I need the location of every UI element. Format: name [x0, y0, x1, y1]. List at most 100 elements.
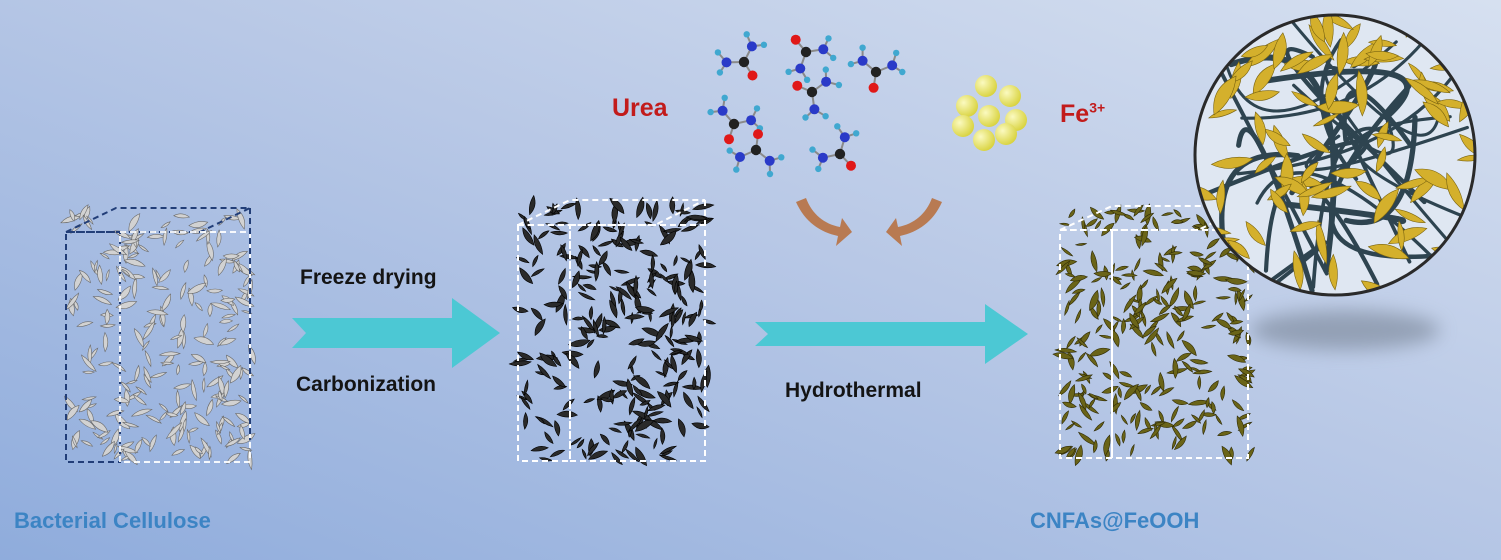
- fiber-flake: [1122, 213, 1135, 221]
- fiber-flake: [1074, 374, 1093, 382]
- fiber-flake: [537, 363, 552, 380]
- fiber-flake: [659, 273, 670, 283]
- fiber-flake: [1139, 402, 1153, 411]
- fiber-flake: [1152, 298, 1163, 305]
- fiber-flake: [1205, 397, 1210, 409]
- fiber-flake: [1207, 380, 1219, 393]
- fiber-flake: [1312, 113, 1340, 127]
- fiber-flake: [209, 302, 231, 311]
- fiber-flake: [1123, 294, 1137, 314]
- fiber-flake: [115, 301, 138, 309]
- fiber-flake: [571, 316, 586, 321]
- urea-atom: [728, 118, 740, 130]
- fiber-flake: [1236, 415, 1245, 437]
- fiber-flake: [599, 397, 615, 403]
- fiber-flake: [1092, 439, 1098, 454]
- fiber-flake: [519, 267, 534, 284]
- fiber-flake: [664, 334, 675, 348]
- fiber-flake: [1215, 296, 1231, 300]
- zoom-fiber-strand: [1255, 171, 1465, 290]
- fiber-flake: [162, 227, 168, 247]
- fiber-flake: [669, 350, 683, 355]
- fiber-flake: [1204, 251, 1217, 260]
- fiber-flake: [78, 398, 92, 413]
- fiber-flake: [669, 196, 676, 215]
- fiber-flake: [652, 417, 673, 424]
- fiber-flake: [1174, 305, 1184, 317]
- fiber-flake: [1096, 299, 1102, 318]
- iron-ion: [952, 115, 974, 137]
- fiber-flake: [641, 327, 663, 338]
- fiber-flake: [222, 253, 240, 260]
- urea-atom: [707, 108, 714, 116]
- urea-atom: [721, 57, 732, 68]
- fiber-flake: [186, 282, 207, 294]
- fiber-flake: [202, 377, 206, 393]
- carbonization-label: Carbonization: [296, 373, 436, 396]
- fiber-flake: [678, 418, 686, 438]
- fiber-flake: [520, 397, 531, 411]
- urea-atom: [724, 134, 734, 145]
- fiber-flake: [597, 395, 603, 413]
- fiber-flake: [132, 394, 147, 406]
- fiber-flake: [683, 391, 694, 410]
- fiber-flake: [556, 410, 578, 418]
- fiber-flake: [1149, 312, 1170, 322]
- fiber-flake: [90, 420, 109, 433]
- fiber-flake: [1109, 209, 1128, 216]
- fiber-flake: [190, 353, 207, 364]
- fiber-flake: [1064, 299, 1070, 316]
- fiber-flake: [582, 283, 597, 290]
- product-label: CNFAs@FeOOH: [1030, 508, 1200, 533]
- fiber-flake: [639, 400, 651, 406]
- urea-atom: [760, 41, 768, 48]
- fiber-flake: [586, 339, 595, 349]
- fiber-flake: [580, 326, 588, 340]
- fiber-flake: [124, 451, 138, 466]
- fiber-flake: [587, 442, 600, 457]
- fiber-flake: [522, 227, 535, 246]
- fiber-flake: [128, 213, 141, 233]
- fiber-flake: [1225, 252, 1239, 261]
- fiber-flake: [1142, 269, 1164, 277]
- zoom-fiber-strand: [1257, 68, 1410, 120]
- fiber-flake: [134, 438, 143, 455]
- zoom-fiber-strand: [1328, 84, 1475, 260]
- fiber-flake: [532, 254, 539, 268]
- fiber-flake: [685, 214, 708, 221]
- fiber-flake: [619, 236, 633, 251]
- fiber-flake: [141, 340, 151, 352]
- fiber-flake: [130, 408, 153, 417]
- fiber-flake: [593, 360, 600, 379]
- fiber-flake: [191, 378, 197, 402]
- fiber-flake: [221, 416, 236, 428]
- fiber-flake: [144, 349, 152, 368]
- fiber-flake: [173, 213, 191, 219]
- fiber-flake: [613, 421, 633, 426]
- fiber-flake: [1229, 320, 1244, 325]
- fiber-flake: [594, 260, 600, 282]
- fiber-flake: [195, 230, 213, 242]
- fiber-flake: [549, 449, 566, 458]
- fiber-flake: [655, 371, 668, 377]
- fiber-flake: [552, 375, 567, 388]
- fiber-flake: [1189, 359, 1209, 365]
- fiber-flake: [1181, 360, 1194, 373]
- fiber-flake: [670, 311, 676, 329]
- fiber-flake: [1151, 341, 1157, 357]
- fiber-flake: [1123, 383, 1139, 401]
- fiber-flake: [97, 361, 114, 367]
- urea-atom: [733, 166, 740, 173]
- fiber-flake: [152, 267, 158, 287]
- fiber-flake: [681, 349, 693, 366]
- urea-atom: [746, 115, 757, 126]
- fiber-flake: [1240, 45, 1269, 58]
- urea-atom: [803, 76, 811, 84]
- fiber-flake: [1121, 318, 1126, 335]
- fiber-flake: [1158, 371, 1165, 392]
- fiber-flake: [578, 245, 590, 259]
- fiber-flake: [681, 311, 686, 326]
- fiber-flake: [627, 355, 637, 370]
- fiber-flake: [1211, 312, 1224, 322]
